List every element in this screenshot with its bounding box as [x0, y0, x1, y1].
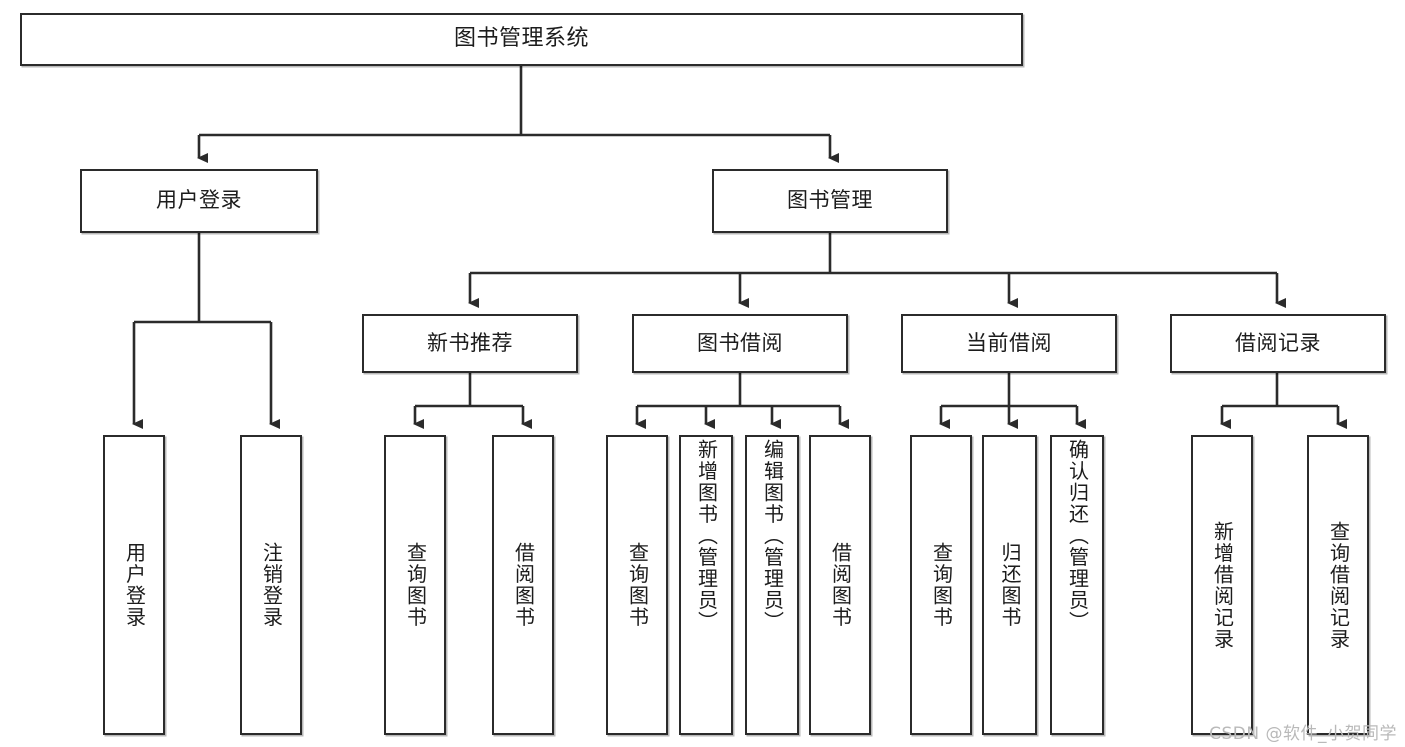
- leaf-borrow-book[interactable]: 借阅图书: [809, 435, 871, 735]
- node-label: 用户登录: [156, 188, 242, 213]
- watermark-text: CSDN @软件_小贺同学: [1209, 724, 1397, 744]
- leaf-user-login[interactable]: 用户登录: [103, 435, 165, 735]
- node-label: 查询图书: [929, 542, 954, 628]
- node-label: 新增借阅记录: [1210, 520, 1235, 650]
- node-label: 查询图书: [625, 542, 650, 628]
- leaf-query-book-borrow[interactable]: 查询图书: [606, 435, 668, 735]
- node-label: 注销登录: [259, 542, 284, 628]
- leaf-add-borrow-record[interactable]: 新增借阅记录: [1191, 435, 1253, 735]
- leaf-add-book[interactable]: 新增图书（管理员）: [679, 435, 733, 735]
- node-label: 新书推荐: [427, 330, 513, 355]
- leaf-return-book[interactable]: 归还图书: [982, 435, 1037, 735]
- node-book-borrow[interactable]: 图书借阅: [632, 314, 848, 373]
- leaf-query-book-recommend[interactable]: 查询图书: [384, 435, 446, 735]
- leaf-query-book-current[interactable]: 查询图书: [910, 435, 972, 735]
- node-new-book-recommend[interactable]: 新书推荐: [362, 314, 578, 373]
- node-label: 新增图书（管理员）: [694, 439, 719, 633]
- node-label: 归还图书: [998, 542, 1022, 628]
- node-label: 图书管理系统: [453, 26, 589, 52]
- leaf-borrow-book-recommend[interactable]: 借阅图书: [492, 435, 554, 735]
- node-user-login[interactable]: 用户登录: [80, 169, 318, 233]
- leaf-logout-login[interactable]: 注销登录: [240, 435, 302, 735]
- node-label: 用户登录: [122, 542, 147, 628]
- node-label: 查询图书: [403, 542, 428, 628]
- node-current-borrow[interactable]: 当前借阅: [901, 314, 1117, 373]
- leaf-confirm-return[interactable]: 确认归还（管理员）: [1050, 435, 1104, 735]
- node-root-system[interactable]: 图书管理系统: [20, 13, 1023, 66]
- node-label: 当前借阅: [966, 330, 1052, 355]
- leaf-edit-book[interactable]: 编辑图书（管理员）: [745, 435, 799, 735]
- node-label: 借阅图书: [511, 542, 536, 628]
- node-label: 图书借阅: [697, 330, 783, 355]
- node-book-management[interactable]: 图书管理: [712, 169, 948, 233]
- node-borrow-record[interactable]: 借阅记录: [1170, 314, 1386, 373]
- node-label: 图书管理: [787, 188, 873, 213]
- node-label: 查询借阅记录: [1326, 520, 1351, 650]
- node-label: 借阅图书: [828, 542, 853, 628]
- node-label: 借阅记录: [1235, 330, 1321, 355]
- leaf-query-borrow-record[interactable]: 查询借阅记录: [1307, 435, 1369, 735]
- node-label: 编辑图书（管理员）: [760, 439, 785, 633]
- node-label: 确认归还（管理员）: [1065, 439, 1090, 633]
